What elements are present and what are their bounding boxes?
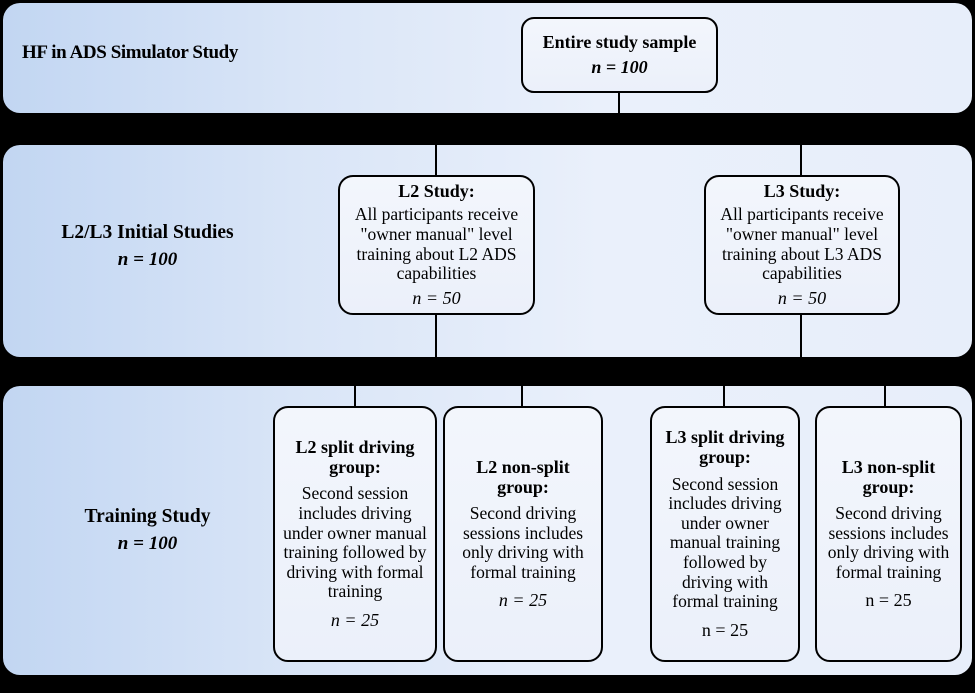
band-n-label: n = 100 — [117, 249, 178, 271]
connector-line — [618, 90, 620, 144]
node-n: n = 25 — [865, 590, 912, 611]
connector-line — [800, 143, 802, 177]
node-body: Second driving sessions includes only dr… — [827, 502, 950, 582]
node-body: Second driving sessions includes only dr… — [462, 502, 584, 582]
band-label: Training Study — [84, 506, 211, 527]
node-l2-study: L2 Study: All participants receive "owne… — [338, 175, 535, 315]
node-title: L3 split driving group: — [665, 427, 785, 468]
node-l2-split-driving-group: L2 split driving group: Second session i… — [273, 406, 437, 662]
node-title: L3 non-split group: — [841, 456, 936, 497]
connector-line — [884, 383, 886, 409]
node-n: n = 25 — [498, 590, 548, 611]
node-l3-split-driving-group: L3 split driving group: Second session i… — [650, 406, 800, 662]
node-l2-non-split-group: L2 non-split group: Second driving sessi… — [443, 406, 603, 662]
figure-title: HF in ADS Simulator Study — [22, 42, 238, 63]
node-n: n = 50 — [777, 287, 827, 308]
connector-line — [800, 312, 802, 361]
node-body: All participants receive "owner manual" … — [720, 204, 884, 284]
node-body: Second session includes driving under ow… — [668, 473, 782, 612]
training-band-label: Training Study n = 100 — [10, 502, 285, 557]
connector-line — [435, 312, 437, 361]
node-n: n = 25 — [330, 609, 380, 630]
node-title: L2 non-split group: — [476, 456, 570, 497]
node-body: All participants receive "owner manual" … — [354, 204, 519, 284]
band-label: L2/L3 Initial Studies — [61, 222, 234, 243]
node-n: n = 50 — [412, 287, 461, 308]
node-l3-non-split-group: L3 non-split group: Second driving sessi… — [815, 406, 962, 662]
band-n-label: n = 100 — [117, 533, 178, 555]
node-title: L2 split driving group: — [295, 437, 415, 478]
connector-line — [435, 143, 437, 177]
node-title: L2 Study: — [398, 181, 475, 202]
connector-line — [354, 383, 356, 409]
band-overall-study — [3, 3, 972, 113]
node-l3-study: L3 Study: All participants receive "owne… — [704, 175, 900, 315]
node-title: L3 Study: — [763, 181, 841, 202]
connector-line — [723, 383, 725, 409]
node-entire-study-sample: Entire study sample n = 100 — [521, 17, 718, 93]
node-n: n = 25 — [701, 619, 749, 640]
connector-line — [521, 383, 523, 409]
node-n: n = 100 — [591, 56, 648, 77]
node-body: Second session includes driving under ow… — [283, 483, 427, 602]
node-title: Entire study sample — [542, 32, 697, 53]
initial-band-label: L2/L3 Initial Studies n = 100 — [10, 218, 285, 273]
